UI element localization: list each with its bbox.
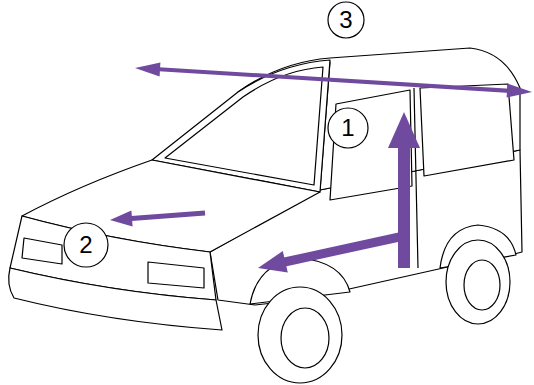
arrow-head <box>135 62 160 76</box>
arrow-shaft <box>155 69 512 91</box>
arrow-head <box>507 84 532 98</box>
arrow-head <box>388 112 420 148</box>
arrow-shaft <box>398 144 410 268</box>
circle-outline <box>328 2 364 38</box>
headlight <box>148 262 204 288</box>
arrow-shaft <box>128 213 205 219</box>
callout-circle: 3 <box>327 1 365 39</box>
arrow-head <box>110 210 133 226</box>
rear-hub <box>464 260 500 310</box>
callout-number: 3 <box>339 8 352 32</box>
car-body <box>9 48 522 383</box>
headlight <box>22 238 62 264</box>
arrow-head <box>258 251 288 272</box>
circle-outline <box>328 108 368 148</box>
circle-outline <box>64 223 108 267</box>
front-hub <box>281 308 329 368</box>
force-arrows <box>110 62 532 272</box>
rear-window <box>420 84 514 176</box>
callout-number: 2 <box>79 233 92 257</box>
callout-number: 1 <box>341 116 354 140</box>
callout-circle: 2 <box>63 222 109 268</box>
callout-circle: 1 <box>327 107 369 149</box>
arrow-shaft <box>280 236 404 263</box>
front-wheel <box>258 287 342 383</box>
door-line <box>414 88 418 268</box>
rear-wheel <box>446 240 510 324</box>
bumper <box>9 268 222 330</box>
